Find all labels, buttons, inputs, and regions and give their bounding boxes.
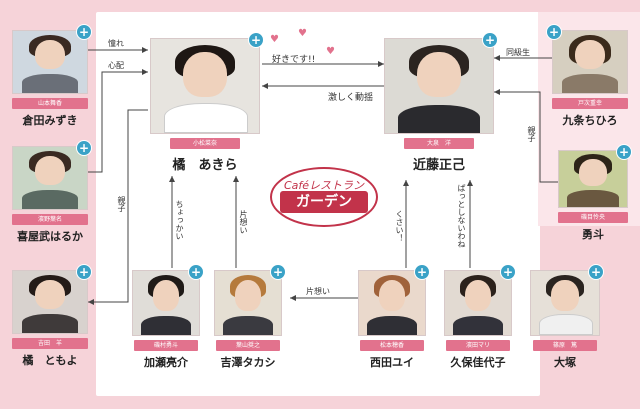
character-kase[interactable]: + xyxy=(132,264,204,336)
character-kujo[interactable]: + xyxy=(546,24,628,94)
relation-crush2: 片想い xyxy=(306,287,330,296)
role-name: 西田ユイ xyxy=(370,356,414,369)
character-photo xyxy=(12,30,88,94)
actor-name: 山本舞香 xyxy=(12,98,88,109)
plus-icon[interactable]: + xyxy=(76,24,92,40)
actor-name: 戸次重幸 xyxy=(552,98,628,109)
relation-smelly: くさい！ xyxy=(395,210,404,242)
character-photo xyxy=(444,270,512,336)
character-nishida[interactable]: + xyxy=(358,264,430,336)
character-photo xyxy=(214,270,282,336)
actor-name: 濱田マリ xyxy=(446,340,510,351)
actor-name: 磯村勇斗 xyxy=(134,340,198,351)
relation-love: 好きです!! xyxy=(272,55,316,65)
actor-name: 磯目怜央 xyxy=(558,212,628,223)
plus-icon[interactable]: + xyxy=(482,32,498,48)
role-name: 近藤正己 xyxy=(412,158,465,173)
role-name: 大塚 xyxy=(554,356,576,369)
actor-name: 大泉 洋 xyxy=(404,138,474,149)
relation-teasing: ちょっかい xyxy=(175,200,184,240)
line-parent-right xyxy=(494,91,558,183)
actor-name: 松本穂香 xyxy=(360,340,424,351)
plus-icon[interactable]: + xyxy=(248,32,264,48)
plus-icon[interactable]: + xyxy=(588,264,604,280)
character-kyan[interactable]: + xyxy=(12,140,92,210)
heart-icon: ♥ xyxy=(298,28,307,39)
character-kondo[interactable]: + xyxy=(384,32,498,134)
actor-name: 篠原 篤 xyxy=(533,340,597,351)
role-name: 加瀬亮介 xyxy=(144,356,188,369)
plus-icon[interactable]: + xyxy=(76,264,92,280)
line-worry xyxy=(88,71,148,173)
plus-icon[interactable]: + xyxy=(414,264,430,280)
character-otsuka[interactable]: + xyxy=(530,264,604,336)
plus-icon[interactable]: + xyxy=(546,24,562,40)
cafe-garden-logo: Caféレストラン ガーデン xyxy=(270,167,378,227)
character-photo xyxy=(150,38,260,134)
relation-crush1: 片想い xyxy=(239,210,248,234)
character-photo xyxy=(12,146,88,210)
relation-vague: ぱっとしないわね xyxy=(457,184,466,248)
role-name: 勇斗 xyxy=(582,228,604,241)
relation-parent-left: 親子 xyxy=(117,196,126,212)
role-name: 橘 ともよ xyxy=(22,354,78,367)
character-photo xyxy=(12,270,88,334)
heart-icon: ♥ xyxy=(326,46,335,57)
heart-icon: ♥ xyxy=(270,34,279,45)
character-tachibana[interactable]: + xyxy=(150,32,264,134)
character-tomoyo[interactable]: + xyxy=(12,264,92,334)
actor-name: 吉田 羊 xyxy=(12,338,88,349)
character-photo xyxy=(552,30,628,94)
relation-admire: 憧れ xyxy=(108,39,124,48)
role-name: 喜屋武はるか xyxy=(17,230,83,243)
character-kurata[interactable]: + xyxy=(12,24,92,94)
relation-shaken: 激しく動揺 xyxy=(328,93,374,103)
character-kubo[interactable]: + xyxy=(444,264,516,336)
actor-name: 葉山奨之 xyxy=(216,340,280,351)
line-parent-left xyxy=(88,109,148,303)
relation-parent-right: 親子 xyxy=(527,126,536,142)
plus-icon[interactable]: + xyxy=(76,140,92,156)
role-name: 久保佳代子 xyxy=(450,356,506,369)
character-yuto[interactable]: + xyxy=(558,144,632,208)
plus-icon[interactable]: + xyxy=(270,264,286,280)
plus-icon[interactable]: + xyxy=(500,264,516,280)
logo-subtitle: Caféレストラン xyxy=(283,179,365,192)
character-photo xyxy=(558,150,628,208)
logo-title: ガーデン xyxy=(280,191,368,213)
character-photo xyxy=(384,38,494,134)
role-name: 倉田みずき xyxy=(22,114,78,127)
actor-name: 小松菜奈 xyxy=(170,138,240,149)
character-photo xyxy=(358,270,426,336)
role-name: 吉澤タカシ xyxy=(220,356,276,369)
role-name: 九条ちひろ xyxy=(562,114,618,127)
character-photo xyxy=(132,270,200,336)
actor-name: 濱野葉名 xyxy=(12,214,88,225)
relation-worry: 心配 xyxy=(108,61,124,70)
character-yoshizawa[interactable]: + xyxy=(214,264,286,336)
plus-icon[interactable]: + xyxy=(616,144,632,160)
plus-icon[interactable]: + xyxy=(188,264,204,280)
role-name: 橘 あきら xyxy=(172,158,238,173)
relation-classmate: 同級生 xyxy=(506,48,530,57)
character-photo xyxy=(530,270,600,336)
